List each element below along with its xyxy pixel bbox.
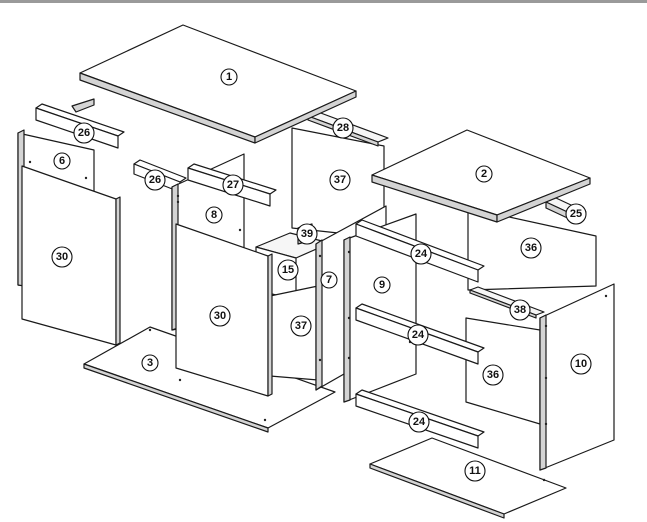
callout-30-left: 30 [51, 246, 73, 268]
callout-7: 7 [320, 271, 338, 289]
top-border [0, 0, 647, 3]
svg-text:10: 10 [575, 358, 587, 370]
callout-30-middle: 30 [209, 305, 231, 327]
svg-text:30: 30 [56, 251, 68, 263]
callout-36-upper: 36 [520, 237, 542, 259]
callout-39: 39 [296, 223, 318, 245]
svg-text:39: 39 [301, 228, 313, 240]
svg-text:2: 2 [481, 168, 487, 180]
callout-15: 15 [277, 259, 299, 281]
callout-2: 2 [475, 165, 493, 183]
svg-text:24: 24 [413, 416, 426, 428]
callout-26-upper: 26 [73, 122, 95, 144]
svg-text:1: 1 [226, 71, 232, 83]
svg-text:15: 15 [282, 264, 294, 276]
callout-1: 1 [220, 68, 238, 86]
panel-10-side-right [539, 283, 615, 471]
panel-36-back-lower [465, 317, 541, 425]
panel-9-side-left [343, 213, 417, 403]
svg-text:26: 26 [78, 127, 90, 139]
svg-text:28: 28 [337, 122, 349, 134]
svg-text:11: 11 [469, 465, 481, 477]
callout-37-lower: 37 [290, 315, 312, 337]
svg-text:37: 37 [295, 320, 307, 332]
callout-3: 3 [141, 354, 159, 372]
svg-text:6: 6 [59, 155, 65, 167]
callout-8: 8 [205, 206, 223, 224]
svg-text:8: 8 [211, 209, 217, 221]
callout-24-top: 24 [410, 243, 432, 265]
callout-24-bottom: 24 [408, 411, 430, 433]
svg-text:38: 38 [514, 304, 526, 316]
svg-text:36: 36 [487, 369, 499, 381]
callout-28: 28 [332, 117, 354, 139]
callout-36-lower: 36 [482, 364, 504, 386]
svg-text:25: 25 [570, 208, 582, 220]
callout-9: 9 [373, 276, 391, 294]
svg-text:37: 37 [334, 174, 346, 186]
callout-24-middle: 24 [407, 324, 429, 346]
svg-text:26: 26 [149, 174, 161, 186]
callout-11: 11 [464, 460, 486, 482]
callout-25: 25 [565, 203, 587, 225]
callout-10: 10 [570, 353, 592, 375]
svg-text:30: 30 [214, 310, 226, 322]
svg-text:7: 7 [326, 274, 332, 286]
svg-text:36: 36 [525, 242, 537, 254]
svg-text:27: 27 [227, 179, 239, 191]
callout-37-upper: 37 [329, 169, 351, 191]
panel-38-shelf [469, 286, 545, 319]
svg-text:24: 24 [415, 248, 428, 260]
callout-38: 38 [509, 299, 531, 321]
svg-text:3: 3 [147, 357, 153, 369]
callout-27: 27 [222, 174, 244, 196]
svg-text:24: 24 [412, 329, 425, 341]
panel-1-top-board [79, 24, 357, 144]
callout-6: 6 [53, 152, 71, 170]
svg-text:9: 9 [379, 279, 385, 291]
callout-26-middle: 26 [144, 169, 166, 191]
